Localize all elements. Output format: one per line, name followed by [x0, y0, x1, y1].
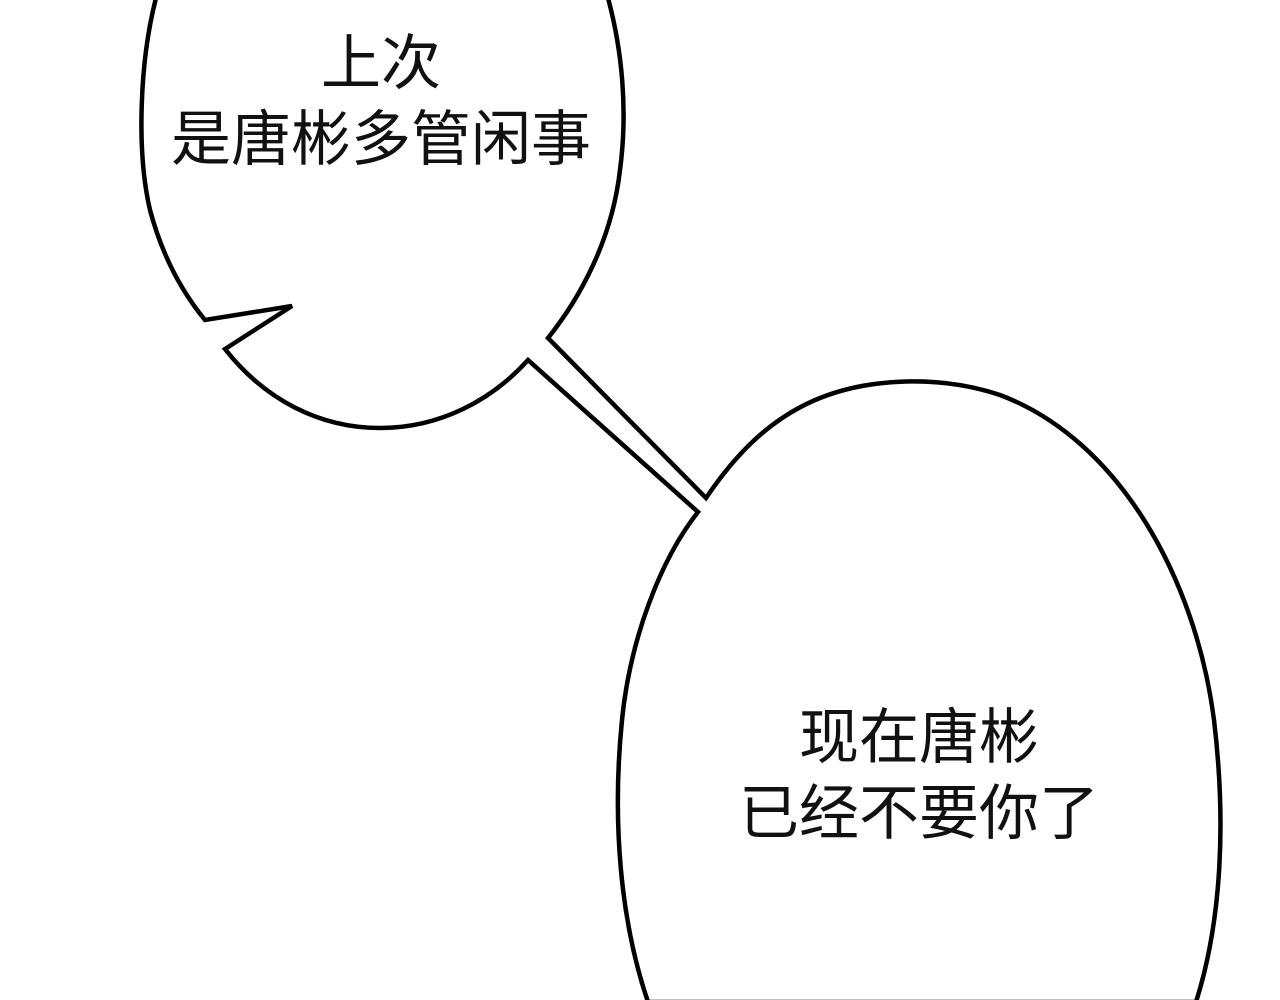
speech-line: 上次: [321, 29, 441, 99]
speech-line: 是唐彬多管闲事: [171, 105, 591, 175]
speech-bubble-1-outline: [139, 0, 1223, 1000]
speech-line: 已经不要你了: [739, 779, 1099, 849]
speech-bubble-2-text: 现在唐彬 已经不要你了: [618, 708, 1220, 844]
speech-bubble-1-text: 上次 是唐彬多管闲事: [140, 34, 622, 170]
speech-line: 现在唐彬: [799, 703, 1039, 773]
